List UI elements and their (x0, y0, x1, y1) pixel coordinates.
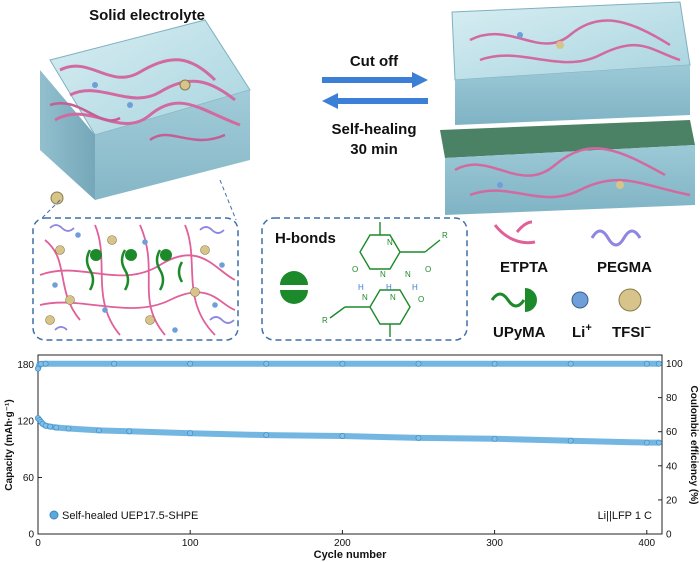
tfsi-anion-icon (618, 288, 642, 312)
capacity-point (53, 424, 60, 431)
legend-upyma: UPyMA (493, 324, 546, 341)
chart-annotation: Li||LFP 1 C (598, 510, 652, 522)
efficiency-point (643, 360, 650, 367)
etpta-icon (493, 220, 536, 245)
pegma-icon (590, 229, 642, 247)
cut-off-arrow (322, 72, 428, 88)
y-tick-label: 120 (17, 416, 34, 427)
schematic-figure: Solid electrolyte Cut off Self-healing 3… (32, 1, 695, 341)
y2-tick-label: 100 (666, 359, 683, 370)
x-axis-label: Cycle number (314, 549, 387, 561)
legend-tfsi: TFSI− (612, 322, 651, 341)
capacity-point (187, 430, 194, 437)
legend-etpta: ETPTA (500, 259, 548, 276)
y2-tick-label: 40 (666, 461, 678, 472)
y2-tick-label: 20 (666, 495, 678, 506)
atom-o: O (418, 295, 424, 304)
capacity-point (567, 437, 574, 444)
solid-electrolyte-block (40, 19, 251, 205)
efficiency-point (42, 360, 49, 367)
efficiency-point (656, 360, 662, 367)
atom-h: H (412, 283, 418, 292)
y-tick-label: 180 (17, 360, 34, 371)
cycling-chart: 0 100 200 300 400 0 60 120 180 0 20 40 60 80 100 Capac… (4, 354, 699, 561)
capacity-point (339, 433, 346, 439)
atom-n: N (380, 270, 386, 279)
capacity-point (126, 428, 133, 435)
capacity-point (65, 425, 72, 432)
x-tick-label: 0 (35, 538, 41, 549)
x-tick-label: 100 (182, 538, 199, 549)
x-tick-label: 300 (486, 538, 503, 549)
y2-tick-label: 0 (666, 530, 672, 541)
li-ion-icon (571, 291, 589, 309)
self-healing-label: Self-healing (331, 121, 416, 138)
component-legend (490, 220, 642, 312)
x-tick-label: 400 (638, 538, 655, 549)
title-solid-electrolyte: Solid electrolyte (89, 7, 205, 24)
plot-frame (37, 354, 663, 535)
y-tick-label: 0 (28, 530, 34, 541)
upyma-icon (490, 292, 526, 308)
efficiency-point (187, 360, 194, 367)
hbond-inset: N N N O O O N N R R H H H (261, 217, 468, 341)
capacity-point (95, 427, 102, 434)
efficiency-point (263, 360, 270, 367)
cut-block-lower (440, 120, 695, 215)
capacity-point (656, 439, 662, 446)
capacity-point (415, 435, 422, 441)
atom-n: N (390, 293, 396, 302)
capacity-point (643, 439, 650, 446)
capacity-point (47, 423, 54, 430)
atom-h: H (358, 283, 364, 292)
atom-r: R (442, 231, 448, 240)
cut-off-label: Cut off (350, 53, 399, 70)
efficiency-point (111, 360, 117, 367)
efficiency-point (567, 360, 574, 367)
atom-r: R (322, 316, 328, 325)
legend-series-name: Self-healed UEP17.5-SHPE (62, 510, 198, 522)
capacity-point (263, 432, 270, 438)
y2-axis-label: Coulombic efficiency (%) (688, 386, 699, 505)
efficiency-point (415, 360, 422, 367)
y2-tick-label: 80 (666, 393, 678, 404)
self-healing-time-label: 30 min (350, 141, 398, 158)
y-tick-label: 60 (23, 473, 35, 484)
efficiency-point (491, 360, 498, 367)
atom-n: N (387, 238, 393, 247)
capacity-point (491, 435, 498, 442)
x-tick-label: 200 (334, 538, 351, 549)
atom-o: O (425, 265, 431, 274)
atom-h: H (386, 283, 392, 292)
legend-li: Li+ (572, 322, 592, 341)
efficiency-series-line (35, 360, 662, 372)
cut-block-upper (451, 1, 691, 125)
atom-o: O (352, 265, 358, 274)
self-healing-arrow (322, 93, 428, 109)
efficiency-point (339, 360, 346, 367)
hbond-title: H-bonds (275, 230, 336, 247)
y2-tick-label: 60 (666, 427, 678, 438)
legend-pegma: PEGMA (597, 259, 652, 276)
atom-n: N (405, 270, 411, 279)
atom-n: N (362, 293, 368, 302)
y-axis-label: Capacity (mAh·g⁻¹) (4, 399, 15, 490)
legend-marker (49, 510, 59, 520)
network-inset (32, 217, 239, 341)
